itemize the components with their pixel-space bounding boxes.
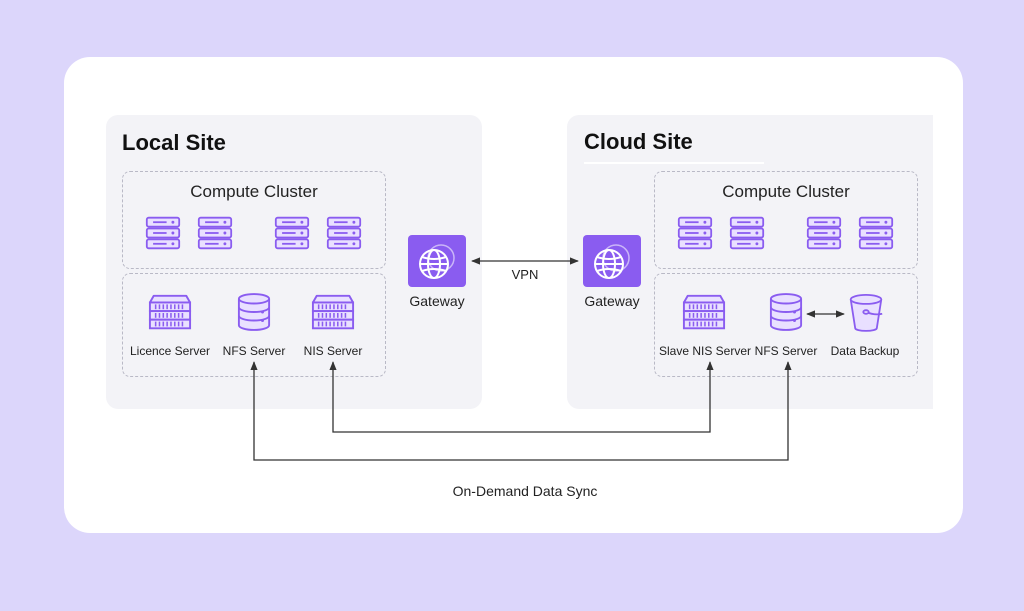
cloud-gateway-box — [583, 235, 641, 287]
cloud-nfs-server-label: NFS Server — [754, 344, 818, 358]
cloud-compute-cluster: Compute Cluster — [654, 171, 918, 269]
local-gateway-box — [408, 235, 466, 287]
nfs-sync-link — [250, 361, 792, 461]
cloud-compute-cluster-title: Compute Cluster — [722, 182, 850, 201]
cloud-title-divider — [584, 162, 764, 164]
sync-label: On-Demand Data Sync — [452, 483, 598, 499]
licence-server-label: Licence Server — [129, 344, 211, 358]
local-site-title: Local Site — [122, 130, 226, 155]
data-backup-label: Data Backup — [830, 344, 900, 358]
local-nfs-server-label: NFS Server — [222, 344, 286, 358]
nis-server-label: NIS Server — [303, 344, 363, 358]
local-compute-cluster-title: Compute Cluster — [190, 182, 318, 201]
nis-sync-link — [329, 361, 714, 433]
slave-nis-server-label: Slave NIS Server — [658, 344, 752, 358]
local-gateway-label: Gateway — [409, 293, 465, 309]
cloud-gateway-label: Gateway — [584, 293, 640, 309]
vpn-label: VPN — [511, 267, 539, 282]
cloud-site-title: Cloud Site — [584, 129, 693, 154]
cloud-services-group — [654, 273, 918, 377]
local-compute-cluster: Compute Cluster — [122, 171, 386, 269]
